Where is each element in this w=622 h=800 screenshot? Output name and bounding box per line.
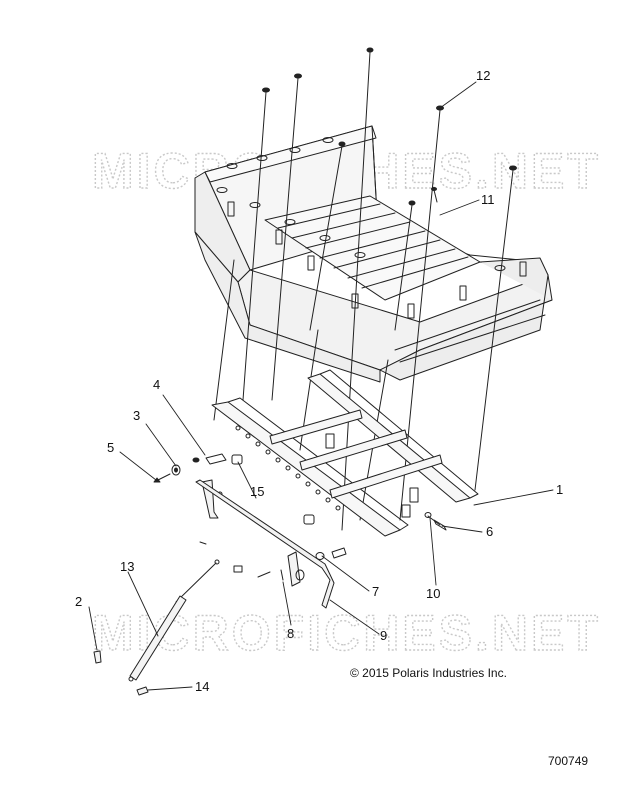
- nut-3: [171, 464, 181, 476]
- callout-11: 11: [481, 192, 495, 207]
- pin-14: [136, 686, 149, 696]
- callout-14: 14: [195, 679, 209, 694]
- leader-lines: [88, 81, 554, 691]
- pin-8: [233, 565, 284, 581]
- bumper-15: [231, 454, 315, 525]
- callout-1: 1: [556, 482, 563, 497]
- copyright-notice: © 2015 Polaris Industries Inc.: [350, 666, 507, 680]
- clip-4: [192, 453, 227, 465]
- fastener-2: [93, 650, 102, 664]
- callout-10: 10: [426, 586, 440, 601]
- callout-3: 3: [133, 408, 140, 423]
- bolt-6-10: [424, 512, 447, 531]
- latch-bracket-right: [287, 551, 305, 587]
- cargo-box: [194, 125, 553, 383]
- callout-15: 15: [250, 484, 264, 499]
- bolt-5: [153, 473, 171, 483]
- diagram-id: 700749: [548, 754, 589, 768]
- latch-rod-9: [195, 479, 335, 609]
- support-frame: [211, 369, 479, 537]
- callout-8: 8: [287, 626, 294, 641]
- callout-7: 7: [372, 584, 379, 599]
- callout-13: 13: [120, 559, 134, 574]
- callout-4: 4: [153, 377, 160, 392]
- callout-5: 5: [107, 440, 114, 455]
- callout-2: 2: [75, 594, 82, 609]
- callout-12: 12: [476, 68, 490, 83]
- callout-9: 9: [380, 628, 387, 643]
- spacer-7: [315, 547, 347, 560]
- callout-6: 6: [486, 524, 493, 539]
- watermark-bottom: MICROFICHES.NET: [92, 605, 601, 661]
- gas-strut-13: [128, 541, 220, 682]
